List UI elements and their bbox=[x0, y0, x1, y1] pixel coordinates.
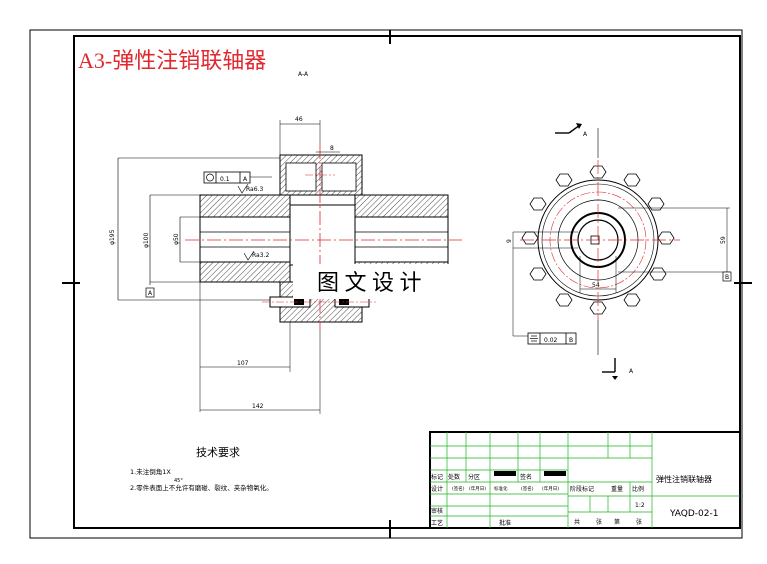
roughness-ra3-2: Ra3.2 bbox=[252, 252, 269, 259]
title-block bbox=[429, 431, 741, 529]
tb-sig-date-2: (签名) bbox=[521, 485, 534, 492]
tb-design: 设计 bbox=[431, 485, 443, 493]
runout-icon bbox=[206, 173, 214, 182]
tb-total: 共 bbox=[574, 518, 580, 526]
tb-sheets-1: 张 bbox=[596, 518, 602, 526]
flange-right-top bbox=[354, 194, 449, 218]
symmetry-value: 0.02 bbox=[544, 337, 558, 344]
dim-phi100: φ100 bbox=[143, 232, 150, 248]
drawing-title: A3-弹性注销联轴器 bbox=[78, 48, 266, 73]
tb-page: 第 bbox=[614, 518, 620, 526]
view-arrow-top bbox=[555, 123, 582, 134]
dim-107: 107 bbox=[237, 360, 249, 367]
flange-left-top bbox=[199, 194, 291, 218]
end-view: 9 59 54 0.02 B B A bbox=[506, 123, 732, 380]
dim-142: 142 bbox=[252, 403, 264, 410]
center-pin bbox=[289, 204, 356, 266]
tb-drawing-no: YAQD-02-1 bbox=[669, 509, 719, 519]
tb-sig-date-1: (签名) bbox=[452, 485, 465, 492]
tb-zone: 分区 bbox=[468, 473, 480, 481]
runout-tolerance-frame bbox=[203, 171, 251, 184]
tb-review: 审核 bbox=[431, 507, 443, 515]
view-arrow-label-bottom: A bbox=[629, 368, 634, 375]
section-view: φ195 φ100 φ50 46 8 107 142 0.1 A Ra6.3 bbox=[109, 116, 462, 414]
dim-46: 46 bbox=[295, 116, 303, 123]
tech-req-heading: 技术要求 bbox=[196, 446, 240, 459]
tb-sheets-2: 张 bbox=[636, 518, 642, 526]
tb-standardize: 标准化 bbox=[494, 485, 508, 492]
tb-mark: 标记 bbox=[431, 473, 443, 481]
roughness-ra6-3: Ra6.3 bbox=[246, 186, 263, 193]
dim-59: 59 bbox=[720, 236, 727, 244]
view-arrow-bottom bbox=[602, 358, 618, 380]
datum-b-label: B bbox=[725, 274, 729, 281]
view-arrow-label-top: A bbox=[583, 131, 588, 138]
tb-ymd-1: (年月日) bbox=[469, 485, 486, 492]
tb-scale: 比例 bbox=[632, 485, 644, 493]
dim-8: 8 bbox=[330, 145, 334, 152]
dim-9: 9 bbox=[506, 239, 513, 243]
tb-stage-mark: 阶段标记 bbox=[570, 485, 594, 493]
symmetry-icon bbox=[530, 335, 538, 342]
tb-weight: 重量 bbox=[611, 485, 623, 493]
tb-approve: 批准 bbox=[499, 519, 511, 527]
tb-scale-value: 1:2 bbox=[635, 502, 645, 509]
symmetry-tolerance-frame bbox=[527, 332, 577, 345]
dim-phi50: φ50 bbox=[173, 233, 180, 245]
dim-54: 54 bbox=[592, 282, 600, 289]
datum-a-label: A bbox=[148, 290, 153, 297]
tb-part-name: 弹性注销联轴器 bbox=[656, 474, 712, 484]
flange-left-bottom bbox=[199, 261, 291, 283]
runout-value: 0.1 bbox=[220, 176, 230, 183]
section-label: A-A bbox=[298, 71, 309, 78]
symmetry-datum: B bbox=[569, 337, 573, 344]
watermark: 图 文 设 计 bbox=[317, 270, 422, 295]
bolt-holes bbox=[521, 165, 675, 315]
datum-b-box bbox=[722, 271, 732, 282]
dim-phi195: φ195 bbox=[109, 229, 116, 245]
tb-process: 工艺 bbox=[431, 519, 443, 527]
tech-req-line1: 1.未注倒角1X bbox=[130, 467, 171, 476]
tb-count: 处数 bbox=[448, 473, 460, 481]
tech-req-line2: 2.零件表面上不允许有磨碰、裂纹、夹杂物氧化。 bbox=[130, 483, 273, 492]
datum-a-box bbox=[145, 287, 155, 298]
tb-ymd-2: (年月日) bbox=[542, 485, 559, 492]
runout-datum: A bbox=[243, 176, 248, 183]
tb-sign: 签名 bbox=[520, 473, 532, 481]
tech-req-line1b: 45° bbox=[174, 478, 183, 484]
